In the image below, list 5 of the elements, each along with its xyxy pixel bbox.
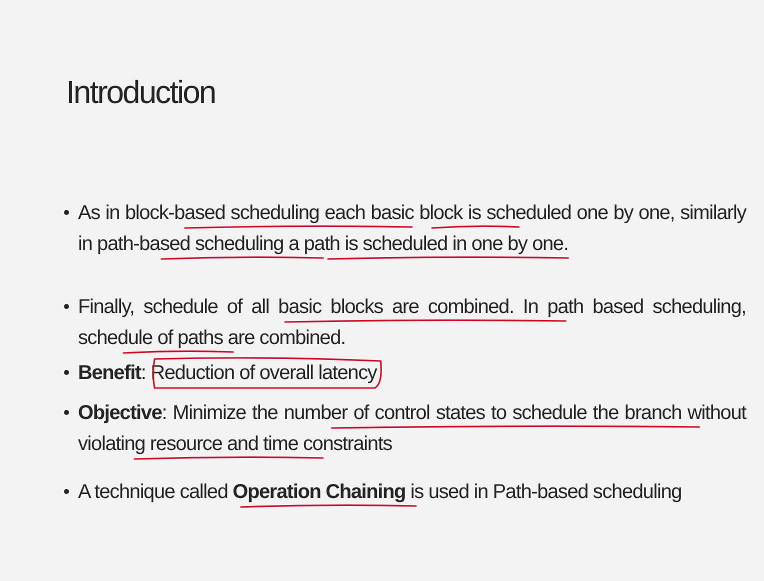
bullet-text: Finally, schedule of all basic blocks are combined. In path based scheduling, schedule of paths are combined. [78, 295, 746, 351]
bullet-text: A technique called Operation Chaining is used in Path-based scheduling [78, 480, 683, 505]
slide-title: Introduction [66, 74, 216, 111]
bullet-text: Objective: Minimize the number of control states to schedule the branch without violating resource and time constraints [78, 401, 746, 457]
bullet-text: As in block-based scheduling each basic block is scheduled one by one, similarly in path-based scheduling a path is scheduled in one by one. [78, 201, 746, 257]
